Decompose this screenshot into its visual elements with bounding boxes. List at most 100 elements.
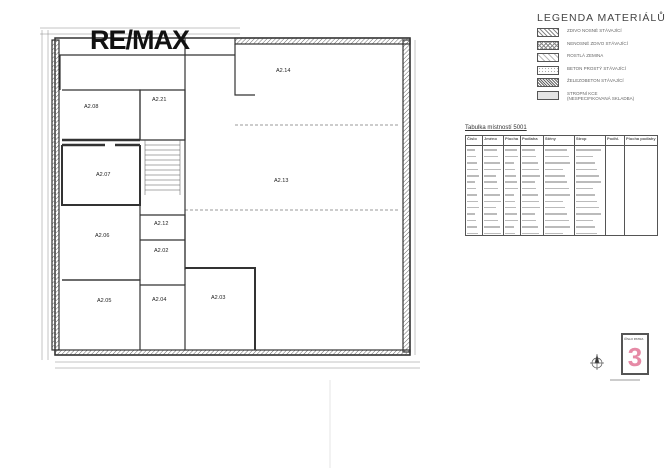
table-row	[465, 184, 658, 191]
column-header: Podlaha	[520, 135, 544, 146]
table-cell	[465, 229, 483, 237]
floor-number-badge: ČÍSLO PATRA 3	[621, 333, 649, 375]
table-cell	[605, 152, 625, 159]
table-cell	[605, 197, 625, 204]
table-cell	[574, 145, 606, 153]
table-row	[465, 229, 658, 237]
table-row	[465, 177, 658, 185]
table-cell	[482, 145, 504, 153]
legend-item: ROSTLÁ ZEMINA	[537, 53, 666, 66]
table-cell	[624, 145, 658, 153]
legend-item: ŽELEZOBETON STÁVAJÍCÍ	[537, 78, 666, 91]
column-header: Stěny	[543, 135, 575, 146]
table-row	[465, 203, 658, 210]
materials-legend: LEGENDA MATERIÁLŮ ZDIVO NOSNÉ STÁVAJÍCÍ …	[537, 12, 666, 107]
table-cell	[520, 229, 544, 237]
table-cell	[605, 203, 625, 210]
light-hatch-swatch	[537, 53, 559, 62]
column-header: Strop	[574, 135, 606, 146]
table-row	[465, 171, 658, 178]
table-row	[465, 158, 658, 166]
table-cell	[482, 229, 504, 237]
table-cell	[605, 158, 625, 166]
legend-item: NENOSNÉ ZDIVO STÁVAJÍCÍ	[537, 40, 666, 54]
table-row	[465, 165, 658, 172]
table-cell	[605, 229, 625, 237]
legend-label: NENOSNÉ ZDIVO STÁVAJÍCÍ	[567, 40, 628, 46]
room-label: A2.08	[84, 104, 98, 110]
table-cell	[624, 165, 658, 172]
table-cell	[624, 171, 658, 178]
dimension-lines	[40, 27, 420, 369]
floor-number: 3	[627, 342, 643, 372]
column-header: Plocha podlahy	[624, 135, 658, 146]
room-label: A2.02	[154, 248, 168, 254]
legend-label: ROSTLÁ ZEMINA	[567, 53, 604, 58]
gray-swatch	[537, 90, 559, 100]
table-cell	[605, 190, 625, 198]
table-cell	[624, 197, 658, 204]
table-cell	[624, 229, 658, 237]
floor-label: ČÍSLO PATRA	[624, 337, 644, 341]
legend-label: STROPNÍ KCE (NESPECIFIKOVANÁ SKLADBA)	[567, 90, 635, 102]
column-header: Jméno	[482, 135, 504, 146]
room-label: A2.21	[152, 97, 166, 103]
legend-item: STROPNÍ KCE (NESPECIFIKOVANÁ SKLADBA)	[537, 90, 666, 107]
column-header: Podhl.	[605, 135, 625, 146]
table-cell	[543, 229, 575, 237]
room-label: A2.07	[96, 172, 110, 178]
table-cell	[574, 229, 606, 237]
room-label: A2.03	[211, 295, 225, 301]
legend-item: BETON PROSTÝ STÁVAJÍCÍ	[537, 65, 666, 79]
room-label: A2.14	[276, 68, 290, 74]
table-cell	[503, 229, 521, 237]
table-cell	[624, 222, 658, 230]
table-row	[465, 222, 658, 230]
table-row	[465, 190, 658, 198]
dense-hatch-swatch	[537, 78, 559, 87]
column-header: Číslo	[465, 135, 483, 146]
table-cell	[624, 203, 658, 210]
hatch-swatch	[537, 28, 559, 37]
legend-item: ZDIVO NOSNÉ STÁVAJÍCÍ	[537, 28, 666, 41]
table-cell	[503, 145, 521, 153]
table-cell	[605, 145, 625, 153]
table-cell	[624, 209, 658, 217]
table-cell	[624, 190, 658, 198]
table-cell	[605, 216, 625, 223]
column-header: Plocha	[503, 135, 521, 146]
north-arrow-icon	[590, 354, 604, 370]
staircase	[144, 140, 181, 195]
room-label: A2.04	[152, 297, 166, 303]
table-cell	[624, 152, 658, 159]
table-row	[465, 152, 658, 159]
legend-label: BETON PROSTÝ STÁVAJÍCÍ	[567, 65, 626, 71]
table-cell	[543, 145, 575, 153]
table-cell	[605, 165, 625, 172]
table-cell	[624, 184, 658, 191]
dots-swatch	[537, 65, 559, 75]
room-table-title: Tabulka místností 5001	[465, 125, 527, 131]
table-cell	[605, 177, 625, 185]
table-cell	[624, 216, 658, 223]
walls	[51, 37, 411, 356]
table-cell	[605, 222, 625, 230]
table-cell	[605, 209, 625, 217]
table-cell	[624, 177, 658, 185]
legend-label: ZDIVO NOSNÉ STÁVAJÍCÍ	[567, 28, 622, 33]
table-cell	[605, 171, 625, 178]
table-cell	[520, 145, 544, 153]
legend-label: ŽELEZOBETON STÁVAJÍCÍ	[567, 78, 624, 83]
cross-hatch-swatch	[537, 40, 559, 50]
table-row	[465, 197, 658, 204]
table-row	[465, 145, 658, 153]
table-cell	[624, 158, 658, 166]
table-cell	[605, 184, 625, 191]
table-row	[465, 216, 658, 223]
room-label: A2.05	[97, 298, 111, 304]
table-row	[465, 209, 658, 217]
room-label: A2.12	[154, 221, 168, 227]
room-label: A2.06	[95, 233, 109, 239]
room-table: Číslo Jméno Plocha Podlaha Stěny Strop P…	[465, 135, 658, 237]
